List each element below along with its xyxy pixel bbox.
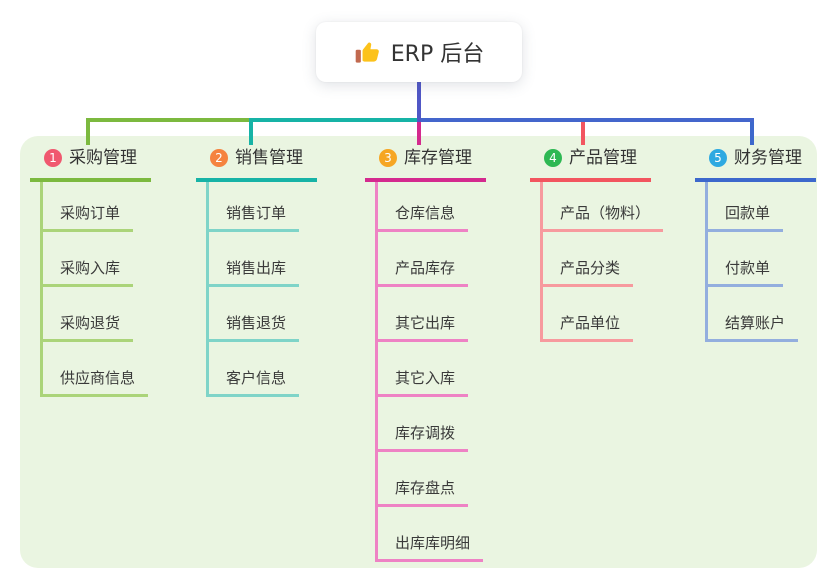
branch-sales: 2 销售管理 销售订单 销售出库 销售退货 客户信息 xyxy=(196,146,317,397)
branch-header[interactable]: 1 采购管理 xyxy=(30,146,151,182)
branch-items: 采购订单 采购入库 采购退货 供应商信息 xyxy=(40,182,151,397)
connector-bus-mid xyxy=(249,118,419,122)
mindmap-node[interactable]: 其它入库 xyxy=(378,342,486,397)
badge-number: 4 xyxy=(544,149,562,167)
mindmap-node[interactable]: 客户信息 xyxy=(209,342,317,397)
connector-drop-4 xyxy=(581,122,585,145)
branch-inventory: 3 库存管理 仓库信息 产品库存 其它出库 其它入库 库存调拨 库存盘点 出库库… xyxy=(365,146,486,562)
badge-number: 1 xyxy=(44,149,62,167)
mindmap-node[interactable]: 出库库明细 xyxy=(378,507,486,562)
badge-number: 2 xyxy=(210,149,228,167)
mindmap-node[interactable]: 产品分类 xyxy=(543,232,663,287)
branch-product: 4 产品管理 产品（物料） 产品分类 产品单位 xyxy=(530,146,664,342)
badge-number: 3 xyxy=(379,149,397,167)
branch-items: 产品（物料） 产品分类 产品单位 xyxy=(540,182,664,342)
branch-title: 产品管理 xyxy=(569,148,637,168)
thumbs-up-icon xyxy=(354,39,381,66)
branch-purchase: 1 采购管理 采购订单 采购入库 采购退货 供应商信息 xyxy=(30,146,151,397)
connector-bus-right xyxy=(417,118,754,122)
branch-header[interactable]: 2 销售管理 xyxy=(196,146,317,182)
branch-title: 采购管理 xyxy=(69,148,137,168)
mindmap-node[interactable]: 回款单 xyxy=(708,182,816,232)
mindmap-node[interactable]: 库存调拨 xyxy=(378,397,486,452)
badge-number: 5 xyxy=(709,149,727,167)
mindmap-node[interactable]: 采购入库 xyxy=(43,232,151,287)
connector-drop-5 xyxy=(750,122,754,145)
mindmap-node[interactable]: 销售出库 xyxy=(209,232,317,287)
branch-items: 销售订单 销售出库 销售退货 客户信息 xyxy=(206,182,317,397)
mindmap-node[interactable]: 产品（物料） xyxy=(543,182,664,232)
mindmap-node[interactable]: 其它出库 xyxy=(378,287,486,342)
connector-drop-1 xyxy=(86,122,90,145)
mindmap-node[interactable]: 结算账户 xyxy=(708,287,816,342)
mindmap-node[interactable]: 产品单位 xyxy=(543,287,663,342)
mindmap-panel xyxy=(20,136,817,568)
connector-drop-2 xyxy=(249,122,253,145)
mindmap-node[interactable]: 仓库信息 xyxy=(378,182,486,232)
branch-items: 回款单 付款单 结算账户 xyxy=(705,182,816,342)
branch-title: 库存管理 xyxy=(404,148,472,168)
branch-items: 仓库信息 产品库存 其它出库 其它入库 库存调拨 库存盘点 出库库明细 xyxy=(375,182,486,562)
branch-header[interactable]: 3 库存管理 xyxy=(365,146,486,182)
mindmap-node[interactable]: 供应商信息 xyxy=(43,342,151,397)
connector-root-stem xyxy=(417,82,421,122)
branch-header[interactable]: 5 财务管理 xyxy=(695,146,816,182)
mindmap-node[interactable]: 销售订单 xyxy=(209,182,317,232)
connector-bus-left xyxy=(86,118,251,122)
branch-header[interactable]: 4 产品管理 xyxy=(530,146,651,182)
mindmap-node[interactable]: 库存盘点 xyxy=(378,452,486,507)
mindmap-node[interactable]: 采购订单 xyxy=(43,182,151,232)
root-node[interactable]: ERP 后台 xyxy=(316,22,522,82)
branch-title: 财务管理 xyxy=(734,148,802,168)
mindmap-node[interactable]: 产品库存 xyxy=(378,232,486,287)
mindmap-node[interactable]: 采购退货 xyxy=(43,287,151,342)
connector-drop-3 xyxy=(417,122,421,145)
branch-finance: 5 财务管理 回款单 付款单 结算账户 xyxy=(695,146,816,342)
mindmap-node[interactable]: 付款单 xyxy=(708,232,816,287)
branch-title: 销售管理 xyxy=(235,148,303,168)
mindmap-node[interactable]: 销售退货 xyxy=(209,287,317,342)
root-title: ERP 后台 xyxy=(390,42,485,67)
